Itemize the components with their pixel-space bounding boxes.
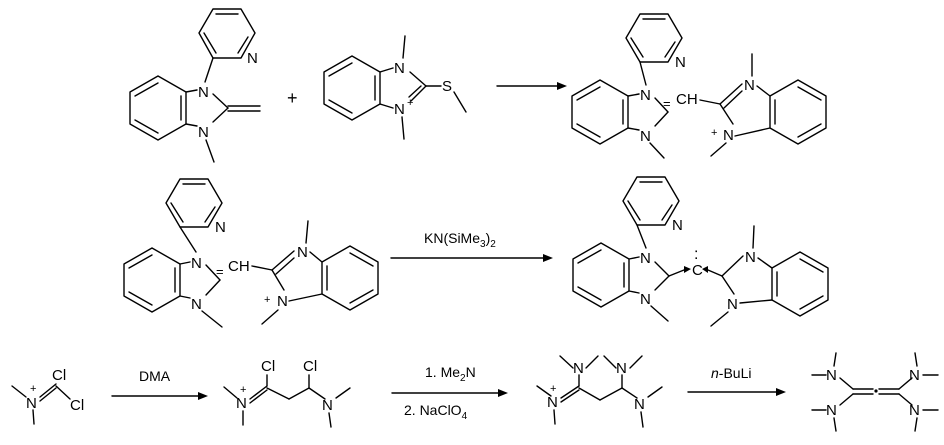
right-n3-atom: N [723, 127, 734, 144]
amine-n-atom: N [573, 360, 584, 377]
reactant-methine-salt-middle: N N N = CH N N + [123, 178, 379, 328]
left-n1-atom: N [191, 255, 202, 272]
pyridine-n-atom: N [215, 219, 226, 236]
chlorine-atom: Cl [52, 367, 66, 384]
chlorine-atom: Cl [70, 397, 84, 414]
amine-n-atom: N [322, 397, 333, 414]
right-n1-atom: N [744, 77, 755, 94]
reactant-pyridyl-methylene-benzimidazoline: N N N [129, 8, 261, 163]
reaction-arrow-4-head [498, 389, 508, 397]
reaction-arrow-2-head [543, 254, 553, 262]
step2-reagent: 2. NaClO4 [404, 402, 468, 422]
benzimidazolium-n1-atom: N [394, 60, 405, 77]
imidazoline-n3-atom: N [198, 124, 209, 141]
left-n1-atom: N [640, 87, 651, 104]
cation-charge: + [264, 294, 270, 306]
reaction-arrow-1-head [557, 82, 567, 90]
pyridine-n-atom: N [672, 217, 683, 234]
amine-n-atom: N [634, 396, 645, 413]
sulfur-atom: S [442, 78, 452, 95]
lone-pair-dots: : [694, 246, 698, 263]
base-reagent: KN(SiMe3)2 [424, 230, 496, 250]
delocalized-bond-marker: = [663, 96, 671, 111]
right-n3-atom: N [277, 293, 288, 310]
reaction-arrow-3-head [198, 392, 208, 400]
pyridine-n-atom: N [247, 50, 258, 67]
step1-reagent: 1. Me2N [425, 364, 476, 384]
left-n3-atom: N [640, 128, 651, 145]
reactant-methylthio-benzimidazolium: N N + S [323, 35, 467, 140]
tetraamino-vinamidinium: N + N N N [536, 355, 663, 428]
cation-charge: + [550, 383, 556, 395]
right-n1-atom: N [745, 249, 756, 266]
left-n1-atom: N [640, 250, 651, 267]
iminium-n-atom: N [236, 395, 247, 412]
product-methine-salt-top: N N N = CH N N + [571, 13, 827, 159]
dichloro-iminium-reactant: N + Cl Cl [11, 367, 84, 425]
chlorine-atom: Cl [303, 358, 317, 375]
benzimidazolium-n3-atom: N [394, 101, 405, 118]
amine-n-atom: N [909, 367, 920, 384]
nbuli-reagent: n-BuLi [711, 365, 751, 381]
imidazoline-n1-atom: N [198, 84, 209, 101]
iminium-n-atom: N [26, 395, 37, 412]
central-carbon-atom: C [692, 262, 703, 279]
amine-n-atom: N [826, 367, 837, 384]
left-n3-atom: N [640, 291, 651, 308]
methine-ch-group: CH [676, 91, 698, 108]
amine-n-atom: N [616, 360, 627, 377]
pyridine-n-atom: N [675, 54, 686, 71]
amine-n-atom: N [826, 402, 837, 419]
right-n3-atom: N [727, 296, 738, 313]
cation-charge: + [30, 383, 36, 395]
chlorine-atom: Cl [261, 358, 275, 375]
carbodicarbene-allene-product: N N N N [811, 352, 939, 432]
right-n1-atom: N [297, 244, 308, 261]
product-carbodicarbene: N N N C : N N [572, 176, 829, 327]
left-n3-atom: N [191, 296, 202, 313]
cation-charge: + [407, 97, 413, 109]
dma-reagent: DMA [139, 368, 171, 384]
amine-n-atom: N [909, 402, 920, 419]
reaction-arrow-5-head [776, 388, 786, 396]
iminium-n-atom: N [547, 394, 558, 411]
methine-ch-group: CH [228, 258, 250, 275]
plus-sign: + [287, 88, 298, 108]
cation-charge: + [711, 127, 717, 139]
chloro-vinamidinium-intermediate: N + Cl Cl N [223, 358, 351, 428]
delocalized-bond-marker: = [216, 264, 224, 279]
cation-charge: + [240, 384, 246, 396]
